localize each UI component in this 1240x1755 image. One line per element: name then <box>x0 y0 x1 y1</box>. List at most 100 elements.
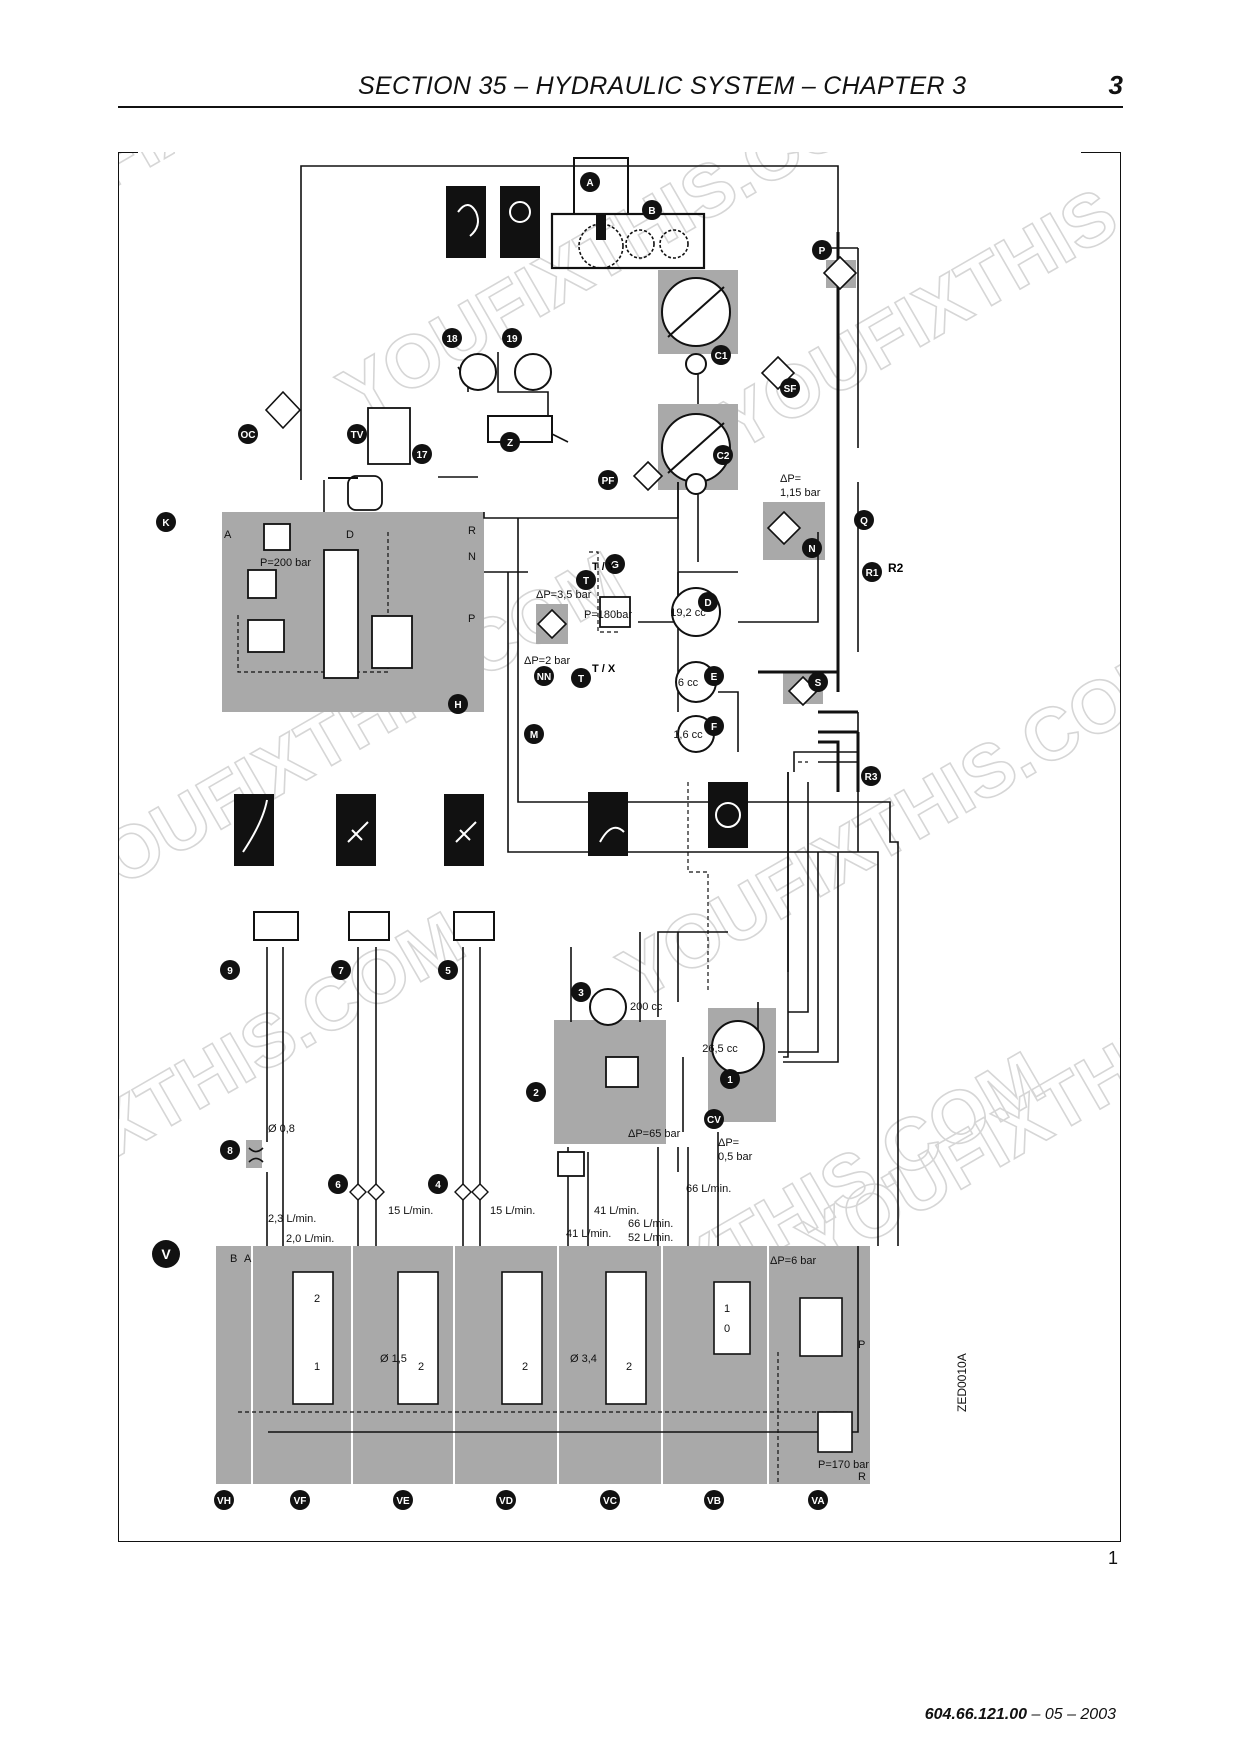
svg-text:ΔP=: ΔP= <box>718 1137 739 1149</box>
svg-text:T / X: T / X <box>592 663 616 675</box>
svg-text:PF: PF <box>602 476 615 487</box>
svg-text:K: K <box>162 518 170 529</box>
svg-text:2: 2 <box>533 1088 539 1099</box>
spools <box>292 1271 853 1453</box>
svg-text:Ø 0,8: Ø 0,8 <box>268 1123 295 1135</box>
svg-text:0: 0 <box>724 1323 730 1335</box>
svg-text:A: A <box>244 1253 252 1265</box>
svg-text:VE: VE <box>396 1496 410 1507</box>
svg-text:B: B <box>230 1253 237 1265</box>
svg-text:52 L/min.: 52 L/min. <box>628 1232 673 1244</box>
svg-text:E: E <box>711 672 718 683</box>
svg-text:C2: C2 <box>717 451 730 462</box>
svg-text:Ø 1,5: Ø 1,5 <box>380 1353 407 1365</box>
svg-text:ΔP=65 bar: ΔP=65 bar <box>628 1128 681 1140</box>
svg-text:19,2 cc: 19,2 cc <box>670 607 706 619</box>
svg-text:VH: VH <box>217 1496 231 1507</box>
svg-text:ΔP=6 bar: ΔP=6 bar <box>770 1255 817 1267</box>
svg-text:D: D <box>704 598 711 609</box>
svg-text:NN: NN <box>537 672 551 683</box>
svg-text:SF: SF <box>784 384 797 395</box>
svg-text:2,0 L/min.: 2,0 L/min. <box>286 1233 334 1245</box>
callouts: A B C1 C2 D E F G H K M N NN P PF Q R1 R… <box>152 172 904 1510</box>
block-8 <box>246 1140 262 1168</box>
svg-text:1: 1 <box>314 1361 320 1373</box>
svg-text:17: 17 <box>416 450 428 461</box>
svg-text:1,15 bar: 1,15 bar <box>780 487 821 499</box>
doc-date: – 05 – 2003 <box>1027 1706 1116 1723</box>
svg-text:6 cc: 6 cc <box>678 677 699 689</box>
svg-text:66 L/min.: 66 L/min. <box>628 1218 673 1230</box>
annotations: 19,2 cc 6 cc 1,6 cc 26,5 cc 200 cc P=180… <box>224 473 869 1483</box>
svg-text:VC: VC <box>603 1496 617 1507</box>
svg-text:R: R <box>468 525 476 537</box>
svg-text:A: A <box>586 178 593 189</box>
filters <box>264 255 858 707</box>
svg-text:Z: Z <box>507 438 513 449</box>
orifices <box>248 1147 264 1163</box>
watermark: YOUFIXTHIS.COM YOUFIXTHIS.COM YOUFIXTHIS… <box>0 0 1240 1427</box>
section-title: SECTION 35 – HYDRAULIC SYSTEM – CHAPTER … <box>358 72 967 100</box>
svg-text:B: B <box>648 206 655 217</box>
svg-text:2: 2 <box>314 1293 320 1305</box>
svg-text:H: H <box>454 700 461 711</box>
svg-text:G: G <box>611 560 619 571</box>
svg-text:3: 3 <box>578 988 584 999</box>
figure-number: 1 <box>1108 1548 1119 1568</box>
page-number: 3 <box>1108 70 1123 100</box>
svg-text:1: 1 <box>724 1303 730 1315</box>
svg-text:T: T <box>583 576 589 587</box>
svg-text:OC: OC <box>241 430 256 441</box>
svg-text:7: 7 <box>338 966 344 977</box>
svg-text:TV: TV <box>351 430 364 441</box>
svg-text:CV: CV <box>707 1115 721 1126</box>
svg-text:41 L/min.: 41 L/min. <box>566 1228 611 1240</box>
svg-text:A: A <box>224 529 232 541</box>
svg-text:2: 2 <box>418 1361 424 1373</box>
drawing-code: ZED0010A <box>955 1353 969 1412</box>
svg-text:R1: R1 <box>866 568 879 579</box>
svg-text:T / Y: T / Y <box>592 561 616 573</box>
svg-text:2: 2 <box>522 1361 528 1373</box>
svg-text:R3: R3 <box>865 772 878 783</box>
valves <box>247 407 639 1177</box>
engine-gearbox <box>550 157 706 270</box>
svg-text:ΔP=: ΔP= <box>780 473 801 485</box>
svg-text:19: 19 <box>506 334 518 345</box>
svg-text:VD: VD <box>499 1496 513 1507</box>
svg-text:15 L/min.: 15 L/min. <box>388 1205 433 1217</box>
svg-text:N: N <box>808 544 815 555</box>
svg-text:T: T <box>578 674 584 685</box>
svg-text:VB: VB <box>707 1496 721 1507</box>
svg-text:66 L/min.: 66 L/min. <box>686 1183 731 1195</box>
svg-text:ΔP=2 bar: ΔP=2 bar <box>524 655 571 667</box>
svg-text:P: P <box>468 613 475 625</box>
check-valves <box>349 1183 489 1201</box>
svg-text:15 L/min.: 15 L/min. <box>490 1205 535 1217</box>
svg-text:6: 6 <box>335 1180 341 1191</box>
svg-text:4: 4 <box>435 1180 441 1191</box>
svg-text:2,3 L/min.: 2,3 L/min. <box>268 1213 316 1225</box>
svg-text:P=180bar: P=180bar <box>584 609 632 621</box>
svg-text:9: 9 <box>227 966 233 977</box>
hydraulic-lines <box>266 165 899 1433</box>
svg-text:26,5 cc: 26,5 cc <box>702 1043 738 1055</box>
svg-text:2: 2 <box>626 1361 632 1373</box>
svg-text:D: D <box>346 529 354 541</box>
svg-text:18: 18 <box>446 334 458 345</box>
pilot-lines <box>237 532 848 1482</box>
svg-text:VF: VF <box>294 1496 307 1507</box>
page-header: SECTION 35 – HYDRAULIC SYSTEM – CHAPTER … <box>118 70 1123 108</box>
svg-text:R2: R2 <box>888 561 904 575</box>
svg-text:8: 8 <box>227 1146 233 1157</box>
svg-text:M: M <box>530 730 538 741</box>
svg-text:P=200 bar: P=200 bar <box>260 557 311 569</box>
svg-text:F: F <box>711 722 717 733</box>
svg-text:1: 1 <box>727 1075 733 1086</box>
pumps-c <box>661 277 731 495</box>
valve-dividers <box>251 1246 769 1484</box>
doc-number: 604.66.121.00 <box>924 1706 1028 1723</box>
svg-text:YOUFIXTHIS.COM: YOUFIXTHIS.COM <box>118 895 478 1286</box>
svg-text:5: 5 <box>445 966 451 977</box>
svg-text:0,5 bar: 0,5 bar <box>718 1151 753 1163</box>
